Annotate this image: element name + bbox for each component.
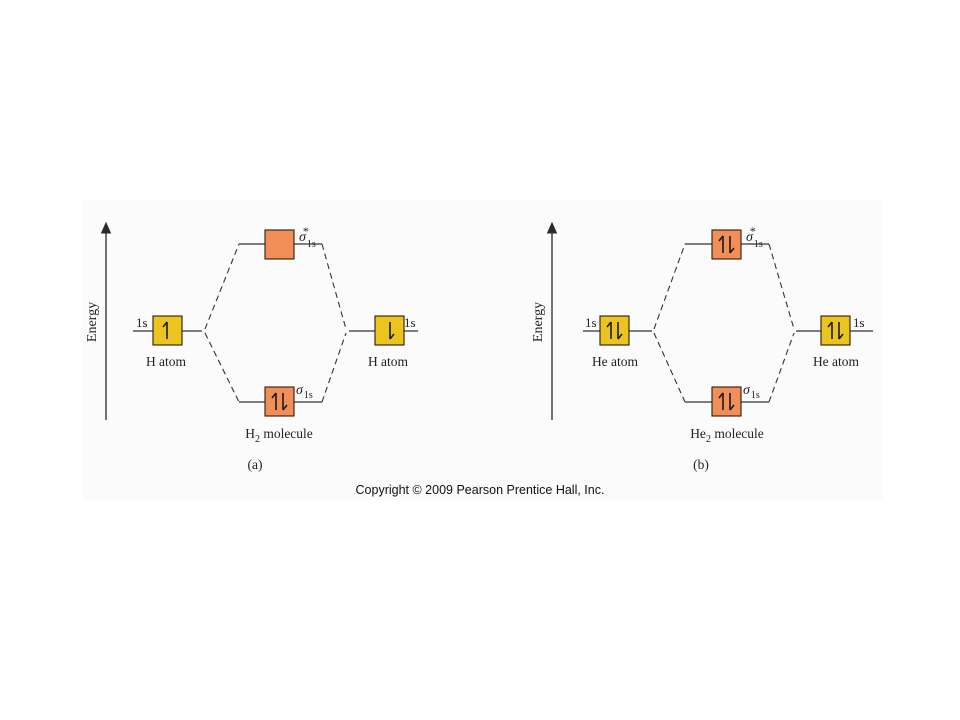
copyright-notice: Copyright © 2009 Pearson Prentice Hall, … [356, 483, 605, 497]
bonding-orbital-box [711, 386, 742, 417]
panel-a: Energy [85, 221, 418, 472]
left-atom-electron-up-arrow [162, 321, 168, 339]
panel-b: Energy [531, 221, 873, 472]
left-orbital-label: 1s [136, 315, 148, 330]
left-atom-orbital-box [599, 315, 630, 346]
left-atom-name: H atom [146, 354, 187, 369]
right-atom-name: H atom [368, 354, 409, 369]
antibonding-electron-pair-arrows [718, 235, 735, 254]
diagram-background-right [520, 200, 882, 500]
bonding-orbital-box [264, 386, 295, 417]
right-orbital-label: 1s [404, 315, 416, 330]
molecule-name: He2 molecule [690, 426, 764, 445]
bonding-electron-pair-arrows [718, 392, 735, 411]
bonding-symbol: σ1s [743, 383, 760, 401]
antibonding-orbital-box [264, 229, 295, 260]
left-atom-electron-pair-arrows [606, 321, 623, 340]
energy-axis-label: Energy [85, 302, 100, 342]
antibonding-symbol: σ1s* [746, 224, 763, 250]
molecule-name: H2 molecule [245, 426, 313, 445]
bonding-electron-pair-arrows [271, 392, 288, 411]
right-atom-orbital-box [820, 315, 851, 346]
right-atom-electron-down-arrow [389, 322, 395, 340]
bonding-symbol: σ1s [296, 383, 313, 401]
panel-label: (b) [693, 457, 709, 472]
energy-axis-label: Energy [531, 302, 546, 342]
left-atom-orbital-box [152, 315, 183, 346]
correlation-lines [204, 243, 347, 403]
left-atom-name: He atom [592, 354, 639, 369]
right-orbital-label: 1s [853, 315, 865, 330]
antibonding-orbital-box [711, 229, 742, 260]
correlation-lines [653, 243, 795, 403]
antibonding-symbol: σ1s* [299, 224, 316, 250]
right-atom-name: He atom [813, 354, 860, 369]
panel-label: (a) [248, 457, 263, 472]
right-atom-electron-pair-arrows [827, 321, 844, 340]
left-orbital-label: 1s [585, 315, 597, 330]
